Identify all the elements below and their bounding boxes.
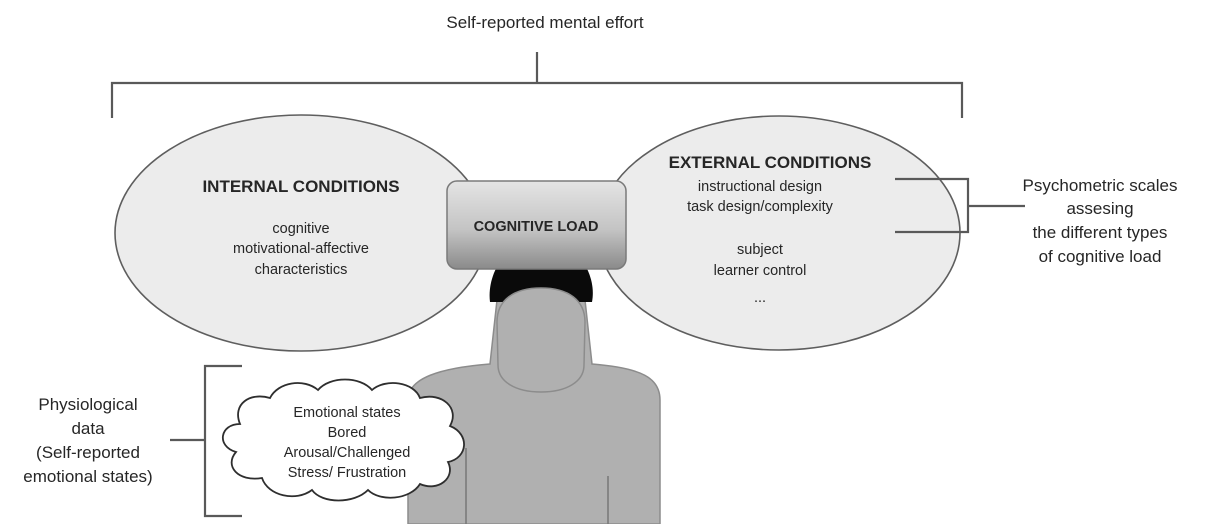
external-line: instructional design — [698, 179, 822, 195]
internal-line: cognitive — [272, 221, 329, 237]
physiological-label: Physiological — [38, 395, 137, 414]
cloud-line: Arousal/Challenged — [284, 445, 411, 461]
emotional-states-cloud — [222, 378, 465, 502]
external-line: learner control — [714, 263, 807, 279]
cloud-line: Emotional states — [293, 405, 400, 421]
internal-line: characteristics — [255, 262, 348, 278]
internal-line: motivational-affective — [233, 241, 369, 257]
cognitive-load-label: COGNITIVE LOAD — [474, 219, 599, 235]
person-head — [496, 287, 586, 393]
top-bracket — [110, 52, 964, 118]
external-title: EXTERNAL CONDITIONS — [669, 153, 872, 172]
physiological-label: (Self-reported — [36, 443, 140, 462]
psychometric-bracket — [895, 177, 1025, 234]
top-label: Self-reported mental effort — [446, 13, 643, 32]
psychometric-label: assesing — [1066, 199, 1133, 218]
physiological-bracket — [170, 364, 242, 518]
physiological-label: emotional states) — [23, 467, 152, 486]
internal-title: INTERNAL CONDITIONS — [202, 177, 399, 196]
external-line: ... — [754, 290, 766, 306]
psychometric-label: the different types — [1033, 223, 1168, 242]
psychometric-label: of cognitive load — [1039, 247, 1162, 266]
cloud-line: Bored — [328, 425, 367, 441]
physiological-label: data — [71, 419, 105, 438]
external-line: subject — [737, 242, 783, 258]
cognitive-load-box — [446, 180, 627, 270]
psychometric-label: Psychometric scales — [1023, 176, 1178, 195]
external-line: task design/complexity — [687, 199, 834, 215]
cloud-line: Stress/ Frustration — [288, 465, 406, 481]
